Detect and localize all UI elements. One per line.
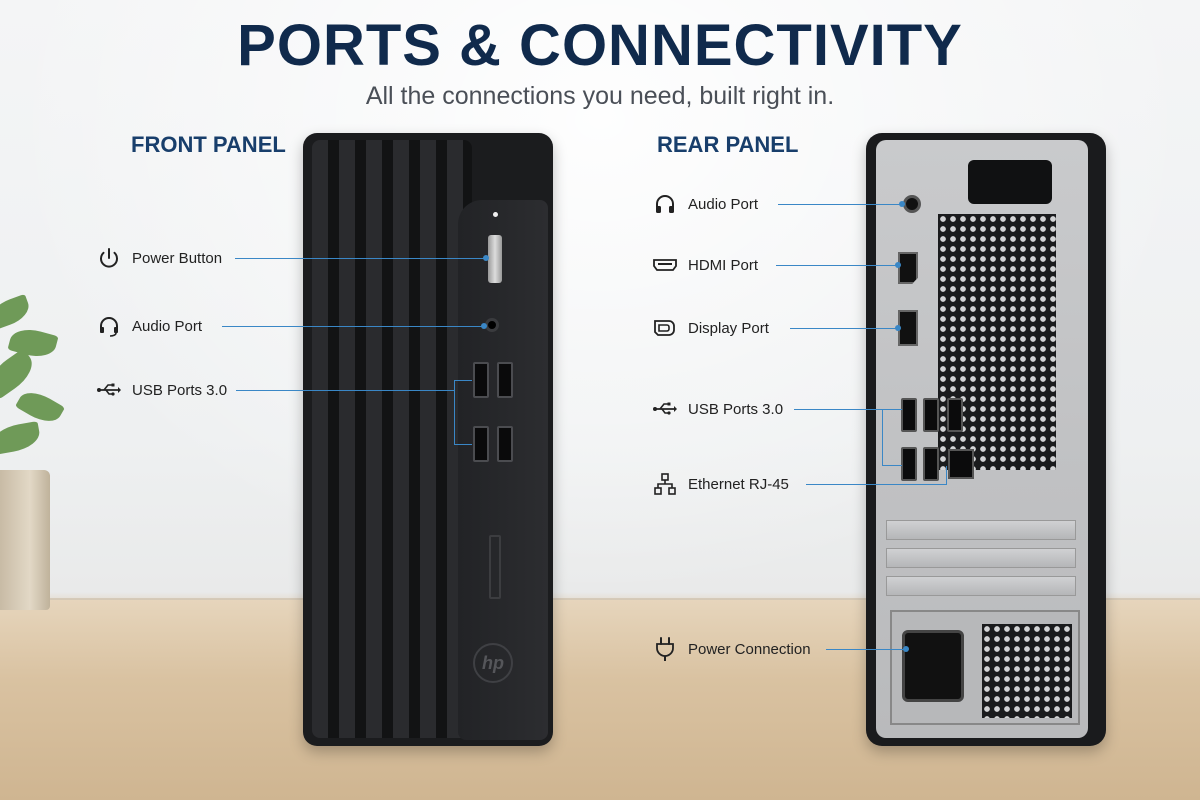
rear-audio-jack xyxy=(903,195,921,213)
callout-front-audio-port: Audio Port xyxy=(96,312,202,340)
callout-label: Audio Port xyxy=(132,317,203,335)
callout-rear-audio-port: Audio Port xyxy=(652,190,758,218)
psu-fan-grille xyxy=(982,624,1072,718)
callout-front-usb-ports: USB Ports 3.0 xyxy=(96,376,227,404)
callout-label: Display Port xyxy=(688,319,769,337)
rear-usb-port xyxy=(947,398,963,432)
leader-dot xyxy=(483,255,489,261)
power-led xyxy=(493,212,498,217)
leader-line xyxy=(778,204,902,205)
leader-bracket xyxy=(454,380,455,444)
headset-icon xyxy=(96,313,122,339)
leader-line xyxy=(222,326,484,327)
front-card-slot xyxy=(489,535,501,599)
power-socket xyxy=(902,630,964,702)
leader-line xyxy=(790,328,898,329)
leader-dot xyxy=(481,323,487,329)
usb-icon xyxy=(652,396,678,422)
leader-dot xyxy=(895,262,901,268)
front-power-button xyxy=(488,235,502,283)
front-usb-port xyxy=(497,426,513,462)
callout-label: HDMI Port xyxy=(688,256,759,274)
leader-line xyxy=(236,390,454,391)
hp-logo: hp xyxy=(473,643,513,683)
leader-line xyxy=(235,258,486,259)
callout-label: USB Ports 3.0 xyxy=(132,381,228,399)
rear-ethernet-port xyxy=(948,449,974,479)
rear-usb-port xyxy=(901,398,917,432)
usb-icon xyxy=(96,377,122,403)
front-panel-heading: FRONT PANEL xyxy=(131,132,286,157)
front-usb-port xyxy=(497,362,513,398)
rear-usb-port xyxy=(923,447,939,481)
pcie-slot-cover xyxy=(886,520,1076,540)
page-title: PORTS & CONNECTIVITY xyxy=(237,13,963,78)
callout-label: Audio Port xyxy=(688,195,759,213)
callout-label: Ethernet RJ-45 xyxy=(688,475,789,493)
rear-hdmi-port xyxy=(898,252,918,284)
callout-power-button: Power Button xyxy=(96,244,222,272)
network-icon xyxy=(652,471,678,497)
rear-usb-port xyxy=(923,398,939,432)
leader-line xyxy=(882,409,902,410)
front-ribbed-panel xyxy=(312,140,472,738)
leader-line xyxy=(882,465,902,466)
pcie-slot-cover xyxy=(886,548,1076,568)
callout-hdmi-port: HDMI Port xyxy=(652,251,758,279)
leader-line xyxy=(826,649,906,650)
plug-icon xyxy=(652,636,678,662)
leader-dot xyxy=(903,646,909,652)
leader-dot xyxy=(899,201,905,207)
headphones-icon xyxy=(652,191,678,217)
leader-line xyxy=(776,265,898,266)
callout-display-port: Display Port xyxy=(652,314,769,342)
leader-line xyxy=(454,444,472,445)
front-usb-port xyxy=(473,426,489,462)
rear-displayport-port xyxy=(898,310,918,346)
front-usb-port xyxy=(473,362,489,398)
power-icon xyxy=(96,245,122,271)
displayport-icon xyxy=(652,315,678,341)
rear-panel-heading: REAR PANEL xyxy=(657,132,799,157)
page-subtitle: All the connections you need, built righ… xyxy=(365,82,835,110)
leader-line xyxy=(806,484,946,485)
leader-line xyxy=(454,380,472,381)
callout-ethernet-port: Ethernet RJ-45 xyxy=(652,470,789,498)
callout-label: USB Ports 3.0 xyxy=(688,400,784,418)
hdmi-icon xyxy=(652,252,678,278)
front-audio-jack xyxy=(485,318,499,332)
rear-handle xyxy=(968,160,1052,204)
callout-label: Power Button xyxy=(132,249,223,267)
callout-label: Power Connection xyxy=(688,640,811,658)
leader-dot xyxy=(895,325,901,331)
callout-rear-usb-ports: USB Ports 3.0 xyxy=(652,395,783,423)
pcie-slot-cover xyxy=(886,576,1076,596)
leader-line xyxy=(794,409,882,410)
callout-power-connection: Power Connection xyxy=(652,635,811,663)
rear-usb-port xyxy=(901,447,917,481)
plant-pot xyxy=(0,470,50,610)
leader-bracket xyxy=(882,409,883,465)
leader-line xyxy=(946,466,947,485)
